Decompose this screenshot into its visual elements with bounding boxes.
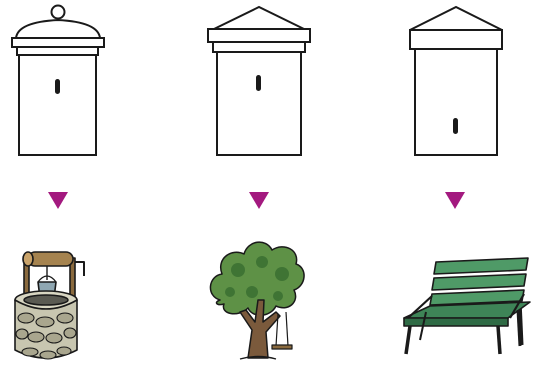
tower-pediment-roof <box>214 7 304 29</box>
tower-body <box>19 55 96 155</box>
park-bench-icon <box>404 258 530 354</box>
tower-cap-base <box>213 42 305 52</box>
down-arrow <box>249 192 269 209</box>
tower-pediment-slab <box>208 7 310 155</box>
tower-dome-roof <box>16 20 100 38</box>
tower-window <box>55 79 60 94</box>
tower-window <box>256 75 261 91</box>
tree-with-swing-icon <box>210 242 304 359</box>
tower-pediment <box>410 7 502 155</box>
tower-pediment-roof <box>410 7 502 30</box>
tower-cap-slab <box>12 38 104 47</box>
down-arrow <box>48 192 68 209</box>
down-arrow <box>445 192 465 209</box>
tower-window <box>453 118 458 134</box>
tower-cap-slab <box>208 29 310 42</box>
tower-dome <box>12 6 104 156</box>
tower-cap-slab <box>410 30 502 49</box>
stone-well-icon <box>15 252 84 359</box>
tower-knob <box>52 6 65 19</box>
tower-body <box>415 49 497 155</box>
tower-cap-base <box>17 47 98 55</box>
arrows <box>48 192 465 209</box>
tower-body <box>217 52 301 155</box>
